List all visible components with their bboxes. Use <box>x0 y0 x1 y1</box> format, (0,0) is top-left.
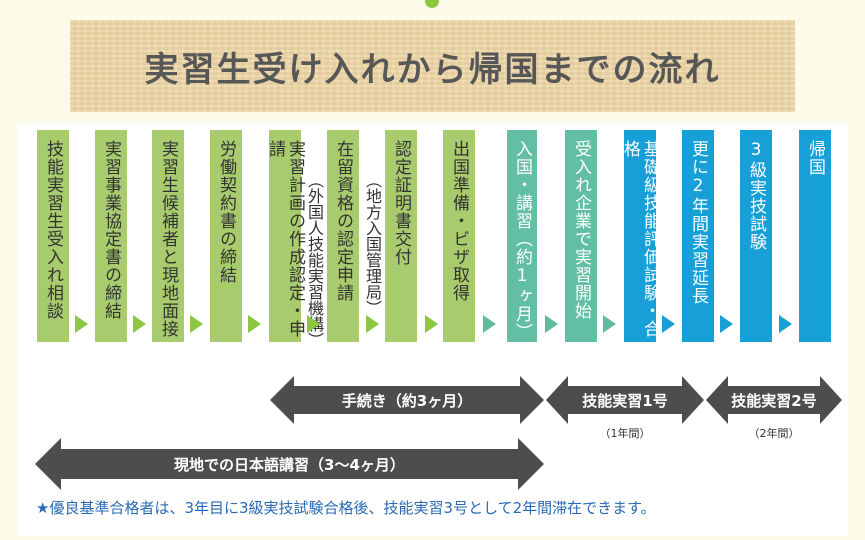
flow-arrow-icon <box>190 315 203 333</box>
training1-label: 技能実習1号 <box>582 391 668 410</box>
flow-arrow-icon <box>75 315 88 333</box>
step-grade3-exam: 3級実技試験 <box>740 130 772 342</box>
flow-arrow-icon <box>662 315 675 333</box>
step-note-organization: （外国人技能実習機構） <box>305 172 324 348</box>
step-basic-exam: 基礎級技能評価試験・合格 <box>620 130 660 342</box>
step-label: 実習生候補者と現地面接 <box>158 140 178 338</box>
step-consultation: 技能実習生受入れ相談 <box>37 130 69 342</box>
flow-arrow-icon <box>779 315 792 333</box>
footnote: ★優良基準合格者は、3年目に3級実技試験合格後、技能実習3号として2年間滞在でき… <box>36 499 656 517</box>
flow-arrow-icon <box>248 315 261 333</box>
step-entry-lecture: 入国・講習（約1ヶ月） <box>507 130 537 342</box>
step-departure-prep: 出国準備・ビザ取得 <box>443 130 475 342</box>
training2-label: 技能実習2号 <box>731 391 817 410</box>
step-label: 入国・講習（約1ヶ月） <box>512 140 532 341</box>
step-label: 更に2年間実習延長 <box>688 140 708 305</box>
flow-arrow-icon <box>603 315 616 333</box>
language-label: 現地での日本語講習（3～4ヶ月） <box>174 455 405 474</box>
step-label: 労働契約書の締結 <box>216 140 236 284</box>
language-arrow <box>35 438 544 490</box>
flow-arrow-icon <box>133 315 146 333</box>
procedures-label: 手続き（約3ヶ月） <box>341 391 473 410</box>
step-label: 受入れ企業で実習開始 <box>571 140 591 320</box>
step-note-immigration: （地方入国管理局） <box>363 172 382 316</box>
training2-duration: （2年間） <box>748 427 800 440</box>
step-return-home: 帰国 <box>799 130 831 342</box>
flow-arrow-icon <box>720 315 733 333</box>
step-label: 帰国 <box>805 140 825 176</box>
step-label: 技能実習生受入れ相談 <box>43 140 63 320</box>
flow-arrow-icon <box>425 315 438 333</box>
procedures-arrow <box>270 376 544 424</box>
step-labor-contract: 労働契約書の締結 <box>210 130 242 342</box>
step-label: 在留資格の認定申請 <box>333 140 353 302</box>
training1-arrow <box>546 376 704 424</box>
step-label: 実習事業協定書の締結 <box>101 140 121 320</box>
training1-duration: （1年間） <box>599 427 651 440</box>
top-connector <box>425 0 439 8</box>
step-training-plan: 実習計画の作成認定・申請 <box>265 130 305 342</box>
page-title: 実習生受け入れから帰国までの流れ <box>144 49 721 90</box>
step-agreement: 実習事業協定書の締結 <box>95 130 127 342</box>
step-interview: 実習生候補者と現地面接 <box>152 130 184 342</box>
step-label: 実習計画の作成認定・申請 <box>265 140 305 338</box>
title-banner: 実習生受け入れから帰国までの流れ <box>70 20 795 112</box>
step-label: 出国準備・ビザ取得 <box>449 140 469 302</box>
flow-arrow-icon <box>483 315 496 333</box>
step-certificate: 認定証明書交付 <box>385 130 417 342</box>
step-label: 3級実技試験 <box>746 140 766 251</box>
step-label: 基礎級技能評価試験・合格 <box>620 140 660 338</box>
step-label: 認定証明書交付 <box>391 140 411 266</box>
step-extension: 更に2年間実習延長 <box>682 130 714 342</box>
flow-arrow-icon <box>366 315 379 333</box>
flow-arrow-icon <box>307 315 320 333</box>
flow-arrow-icon <box>545 315 558 333</box>
step-status-application: 在留資格の認定申請 <box>327 130 359 342</box>
step-training-start: 受入れ企業で実習開始 <box>565 130 597 342</box>
training2-arrow <box>706 376 842 424</box>
